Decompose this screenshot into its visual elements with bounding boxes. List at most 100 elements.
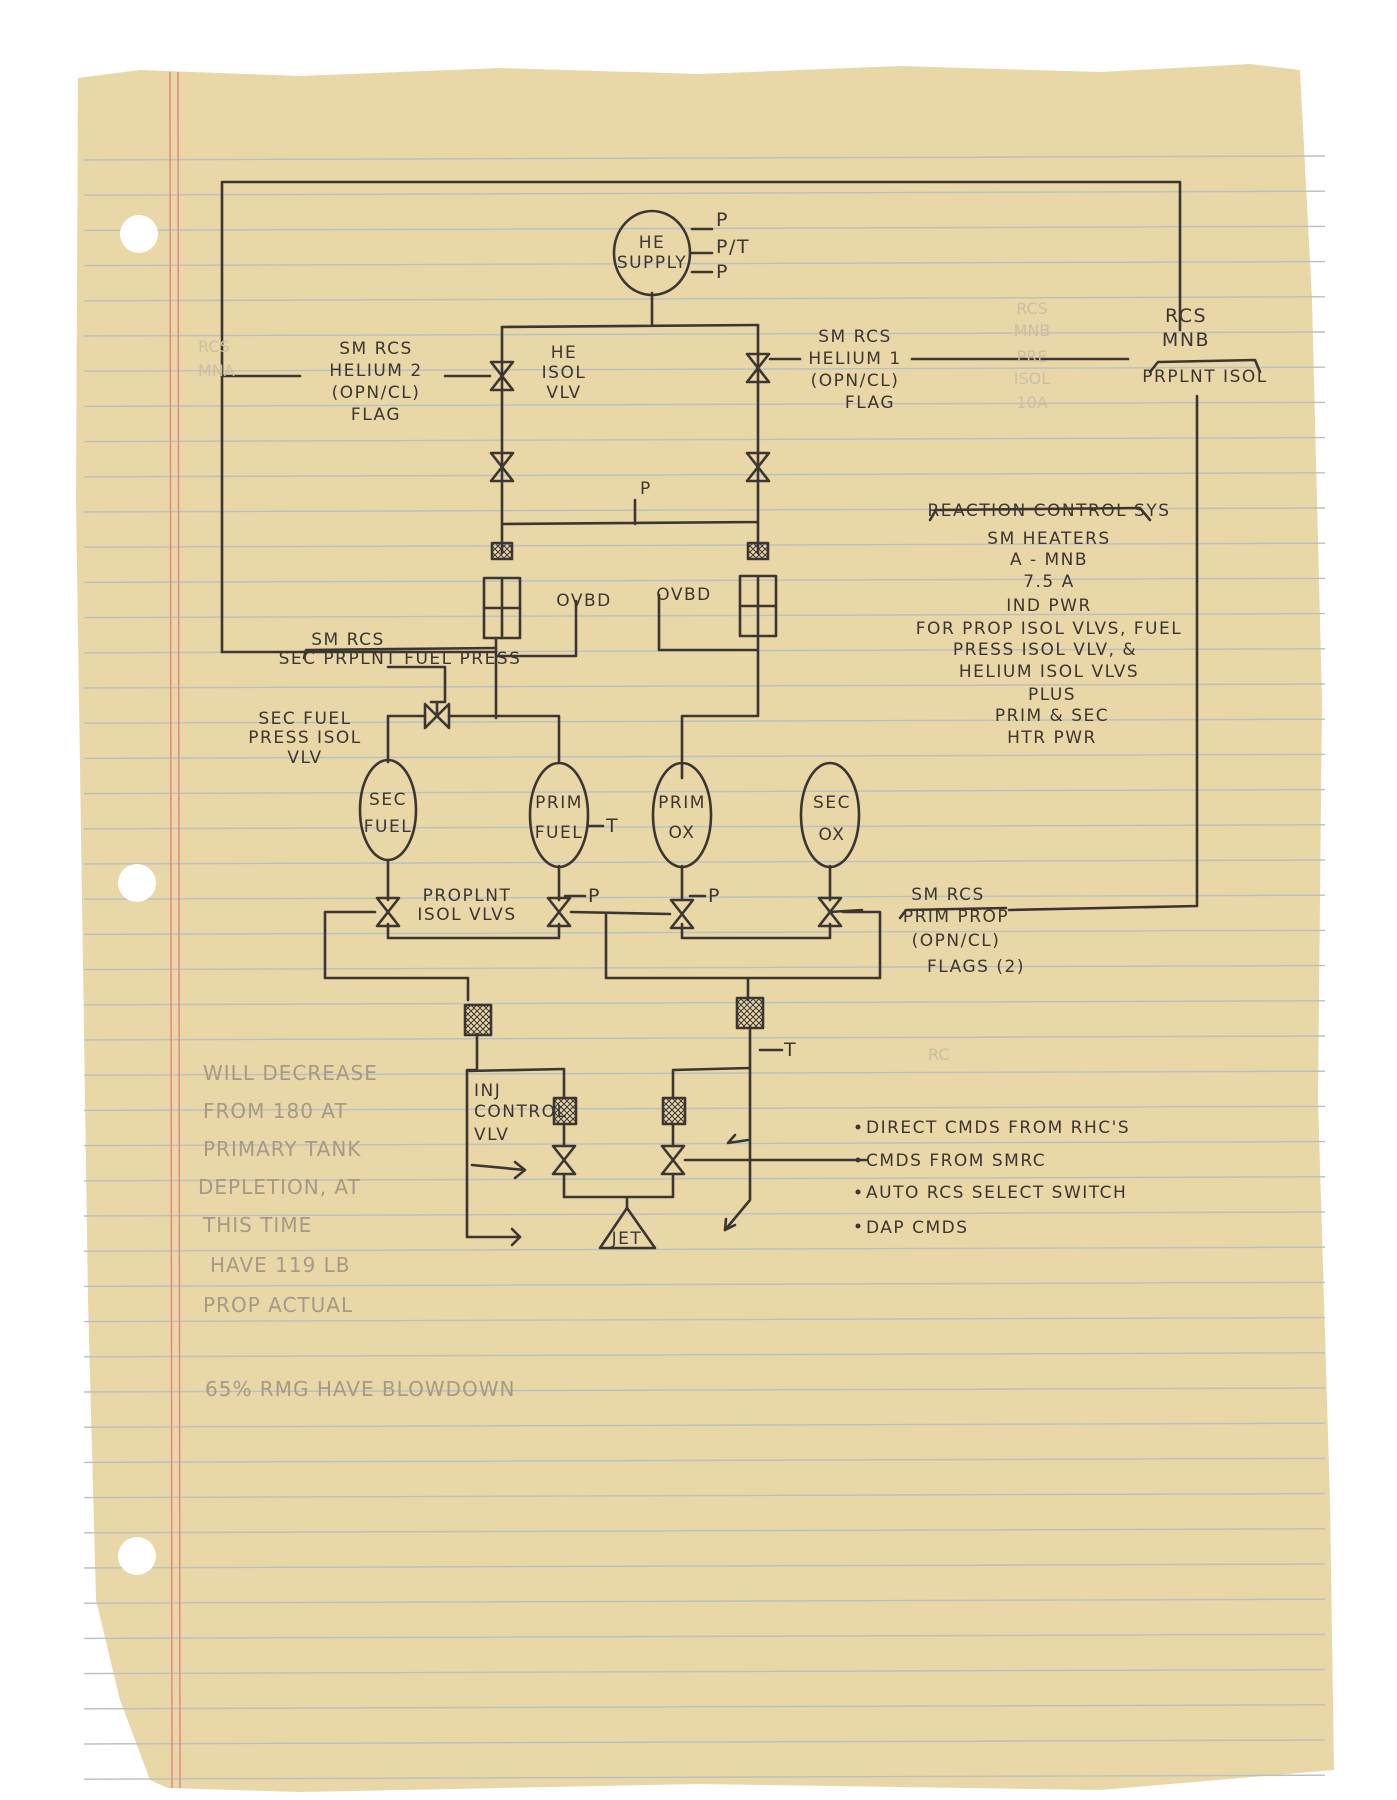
bullet-dot [855, 1157, 861, 1163]
svg-text:IND PWR: IND PWR [1006, 596, 1092, 616]
svg-text:VLV: VLV [287, 748, 322, 768]
svg-text:T: T [605, 815, 619, 837]
svg-text:SM RCS: SM RCS [339, 339, 413, 359]
ruled-line [83, 366, 1326, 372]
svg-text:SM RCS: SM RCS [311, 630, 385, 650]
filter-icon [490, 541, 514, 561]
ruled-line [83, 1070, 1326, 1076]
ovbd-left-label: OVBD [556, 591, 611, 611]
valve-icon [745, 352, 771, 384]
svg-text:PRESS ISOL VLV, &: PRESS ISOL VLV, & [953, 640, 1137, 660]
margin-line [169, 71, 173, 1789]
svg-text:(OPN/CL): (OPN/CL) [811, 371, 900, 391]
svg-text:RCS: RCS [1165, 305, 1207, 327]
prim-prop-flags-label: SM RCS PRIM PROP (OPN/CL) FLAGS (2) [903, 885, 1024, 977]
svg-text:VLV: VLV [474, 1125, 509, 1145]
valve-icon [489, 451, 515, 483]
ruled-line [83, 1528, 1326, 1534]
svg-text:MNA: MNA [198, 361, 235, 380]
ruled-line [83, 1316, 1326, 1323]
ruled-line [83, 1774, 1326, 1780]
svg-text:WILL DECREASE: WILL DECREASE [203, 1061, 378, 1085]
ruled-line [83, 683, 1326, 689]
svg-text:OX: OX [669, 823, 696, 843]
sec-fuel-press-isol-valve-icon [423, 700, 451, 730]
ruled-line [83, 1105, 1326, 1112]
ruled-line [83, 859, 1326, 865]
prim-fuel-tank [528, 761, 590, 869]
filter-icon [735, 996, 765, 1030]
valve-icon [660, 1144, 686, 1176]
ruled-line [83, 788, 1326, 795]
svg-text:SM RCS: SM RCS [911, 885, 985, 905]
paper-sheet [76, 64, 1334, 1792]
valve-icon [551, 1144, 577, 1176]
svg-text:HELIUM 1: HELIUM 1 [808, 349, 901, 369]
svg-text:HE: HE [639, 233, 666, 253]
ruled-line [83, 1739, 1326, 1745]
jet-thruster-icon [598, 1206, 657, 1250]
svg-text:ISOL VLVS: ISOL VLVS [417, 905, 516, 925]
valve-symbols [375, 352, 843, 1176]
svg-text:FUEL: FUEL [535, 823, 583, 843]
svg-text:65% RMG HAVE BLOWDOWN: 65% RMG HAVE BLOWDOWN [205, 1377, 515, 1401]
ruled-line [83, 1000, 1326, 1006]
svg-text:CONTROL: CONTROL [474, 1102, 568, 1122]
svg-text:PLUS: PLUS [1028, 685, 1076, 705]
inj-control-vlv-label: INJ CONTROL VLV [474, 1081, 568, 1145]
ruled-line [83, 155, 1326, 161]
svg-text:INJ: INJ [474, 1081, 501, 1101]
valve-icon [745, 451, 771, 483]
svg-text:AUTO RCS SELECT SWITCH: AUTO RCS SELECT SWITCH [866, 1183, 1127, 1203]
svg-text:ISOL: ISOL [542, 363, 587, 383]
svg-text:MNB: MNB [1014, 321, 1051, 340]
svg-text:FOR PROP ISOL VLVS, FUEL: FOR PROP ISOL VLVS, FUEL [916, 619, 1182, 639]
svg-text:PRESS ISOL: PRESS ISOL [248, 728, 361, 748]
ruled-line [83, 929, 1326, 936]
svg-text:PROP ACTUAL: PROP ACTUAL [203, 1293, 353, 1317]
valve-icon [546, 896, 572, 928]
command-list: DIRECT CMDS FROM RHC'S CMDS FROM SMRC AU… [866, 1118, 1129, 1238]
ruled-line [83, 1035, 1326, 1041]
svg-text:P/T: P/T [716, 236, 750, 258]
svg-text:SEC: SEC [813, 793, 851, 813]
ruled-line [83, 401, 1326, 408]
ruled-line [83, 260, 1326, 267]
svg-text:ISOL: ISOL [1014, 369, 1050, 388]
ruled-line [83, 1352, 1326, 1358]
svg-text:A - MNB: A - MNB [1010, 550, 1088, 570]
svg-text:PRIM: PRIM [535, 793, 583, 813]
ruled-line [83, 964, 1326, 971]
ruled-line [83, 1563, 1326, 1569]
svg-text:PRE: PRE [1017, 347, 1048, 366]
svg-text:FLAG: FLAG [351, 405, 401, 425]
sec-prplnt-fuel-press-label: SM RCS SEC PRPLNT FUEL PRESS [279, 630, 520, 669]
ruled-line [83, 1704, 1326, 1710]
sec-ox-tank [799, 761, 861, 869]
svg-text:FLAG: FLAG [845, 393, 895, 413]
svg-text:7.5 A: 7.5 A [1023, 572, 1075, 592]
ruled-line [83, 1633, 1326, 1640]
pencil-note: WILL DECREASE FROM 180 AT PRIMARY TANK D… [198, 1061, 515, 1401]
svg-text:PRPLNT ISOL: PRPLNT ISOL [1142, 367, 1267, 387]
svg-text:(OPN/CL): (OPN/CL) [332, 383, 421, 403]
filter-icon [552, 1096, 578, 1126]
svg-text:PROPLNT: PROPLNT [423, 886, 512, 906]
he-isol-vlv-label: HE ISOL VLV [542, 343, 587, 403]
ruled-line [83, 542, 1326, 548]
ruled-line [83, 577, 1326, 584]
filter-icon [463, 1003, 493, 1037]
ruled-line [83, 1492, 1326, 1499]
ruled-line [83, 1176, 1326, 1182]
faint-rcs-mnb-pencil: RCS MNB PRE ISOL 10A RCS MNA RC [198, 299, 1050, 1064]
svg-text:HELIUM ISOL VLVS: HELIUM ISOL VLVS [959, 662, 1139, 682]
ruled-line [83, 331, 1326, 337]
svg-text:REACTION CONTROL SYS: REACTION CONTROL SYS [927, 501, 1170, 521]
svg-text:SEC: SEC [369, 790, 407, 810]
svg-text:DEPLETION, AT: DEPLETION, AT [198, 1175, 361, 1199]
svg-text:HELIUM 2: HELIUM 2 [329, 361, 422, 381]
pressure-sensor-label: P [640, 479, 652, 499]
filter-icon [661, 1096, 687, 1126]
svg-text:PRIM PROP: PRIM PROP [903, 907, 1009, 927]
